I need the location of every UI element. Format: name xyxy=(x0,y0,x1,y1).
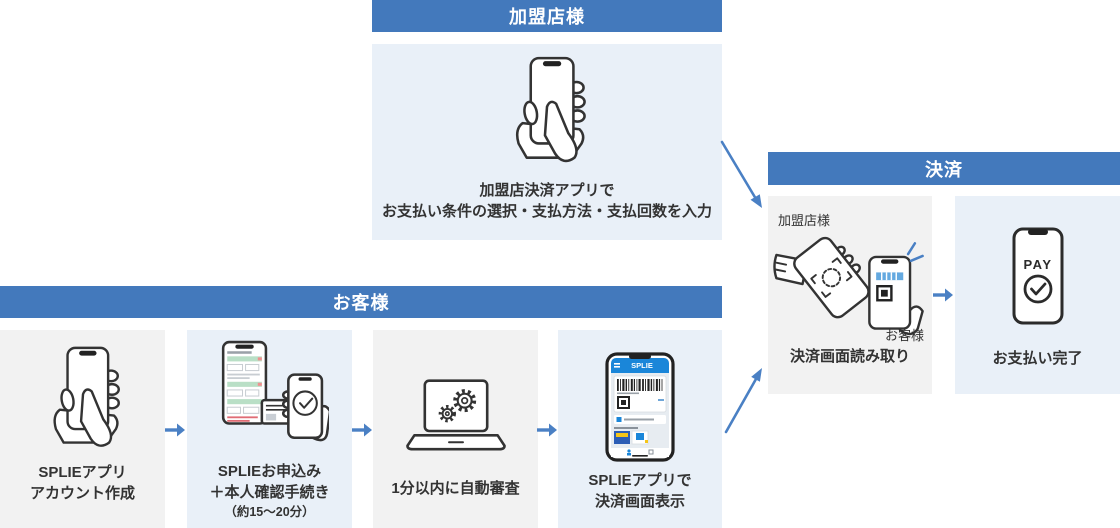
step-payment-screen-panel: SPLIE xyxy=(558,330,722,528)
scan-icon-wrap xyxy=(768,224,932,346)
step2-caption-line1: SPLIEお申込み xyxy=(217,463,322,480)
pay-complete-phone-icon: PAY xyxy=(1012,227,1063,325)
step2-caption-line2: ＋本人確認手続き xyxy=(209,484,330,502)
step2-caption: SPLIEお申込み ＋本人確認手続き （約15〜20分） xyxy=(187,461,352,521)
merchant-icon-wrap xyxy=(372,52,722,178)
right-arrow-icon xyxy=(537,423,557,437)
step-auto-screening-panel: 1分以内に自動審査 xyxy=(373,330,538,528)
arrow-step1-to-step2 xyxy=(163,420,187,440)
right-arrow-icon xyxy=(165,423,185,437)
laptop-gears-icon xyxy=(405,379,506,451)
arrow-customer-to-payment xyxy=(720,360,770,438)
diagonal-down-arrow-icon xyxy=(720,140,762,208)
payment-section-header-label: 決済 xyxy=(925,159,963,180)
step2-icon-wrap xyxy=(187,338,352,450)
step4-caption: SPLIEアプリで 決済画面表示 xyxy=(558,470,722,513)
step4-icon-wrap: SPLIE xyxy=(558,352,722,462)
right-arrow-icon xyxy=(933,288,953,302)
customer-section-header: お客様 xyxy=(0,286,722,318)
arrow-step3-to-step4 xyxy=(535,420,559,440)
step-account-creation-panel: SPLIEアプリ アカウント作成 xyxy=(0,330,165,528)
step4-caption-line2: 決済画面表示 xyxy=(594,493,685,511)
complete-icon-wrap: PAY xyxy=(955,226,1120,326)
phones-scanning-icon xyxy=(773,236,924,336)
scan-caption-line1: 決済画面読み取り xyxy=(789,348,910,365)
merchant-caption: 加盟店決済アプリで お支払い条件の選択・支払方法・支払回数を入力 xyxy=(372,180,722,223)
scan-customer-label: お客様 xyxy=(884,328,924,343)
step3-icon-wrap xyxy=(373,378,538,458)
splie-app-phone-icon: SPLIE xyxy=(605,352,675,462)
right-arrow-icon xyxy=(352,423,372,437)
hand-tap-phone-icon xyxy=(515,56,586,163)
step4-caption-line1: SPLIEアプリで xyxy=(588,472,692,489)
merchant-section-header-label: 加盟店様 xyxy=(509,7,585,27)
scan-caption: 決済画面読み取り xyxy=(768,346,932,367)
step1-caption: SPLIEアプリ アカウント作成 xyxy=(0,462,165,505)
arrow-step2-to-step3 xyxy=(350,420,374,440)
step1-caption-line2: アカウント作成 xyxy=(29,485,135,503)
merchant-panel: 加盟店決済アプリで お支払い条件の選択・支払方法・支払回数を入力 xyxy=(372,44,722,240)
complete-caption: お支払い完了 xyxy=(955,348,1120,369)
complete-caption-line1: お支払い完了 xyxy=(992,350,1083,367)
payment-scan-panel: 加盟店様 xyxy=(768,196,932,394)
step3-caption: 1分以内に自動審査 xyxy=(373,478,538,499)
payment-complete-panel: PAY お支払い完了 xyxy=(955,196,1120,394)
step1-icon-wrap xyxy=(0,342,165,462)
step-application-panel: SPLIEお申込み ＋本人確認手続き （約15〜20分） xyxy=(187,330,352,528)
payment-section-header: 決済 xyxy=(768,152,1120,185)
step3-caption-line1: 1分以内に自動審査 xyxy=(391,480,520,497)
step1-caption-line1: SPLIEアプリ xyxy=(38,464,127,481)
customer-section-header-label: お客様 xyxy=(332,293,390,313)
hand-tap-phone-icon xyxy=(52,346,120,447)
application-id-check-icon xyxy=(221,340,329,442)
scan-merchant-label: 加盟店様 xyxy=(778,213,831,228)
pay-screen-label: PAY xyxy=(1023,257,1052,272)
app-name-label: SPLIE xyxy=(631,361,653,370)
arrow-merchant-to-payment xyxy=(718,138,770,218)
merchant-section-header: 加盟店様 xyxy=(372,0,722,32)
arrow-scan-to-complete xyxy=(931,285,955,305)
diagonal-up-arrow-icon xyxy=(724,368,762,434)
merchant-caption-line2: お支払い条件の選択・支払方法・支払回数を入力 xyxy=(381,203,712,221)
merchant-caption-line1: 加盟店決済アプリで xyxy=(479,182,615,199)
step2-caption-line3: （約15〜20分） xyxy=(224,504,315,519)
